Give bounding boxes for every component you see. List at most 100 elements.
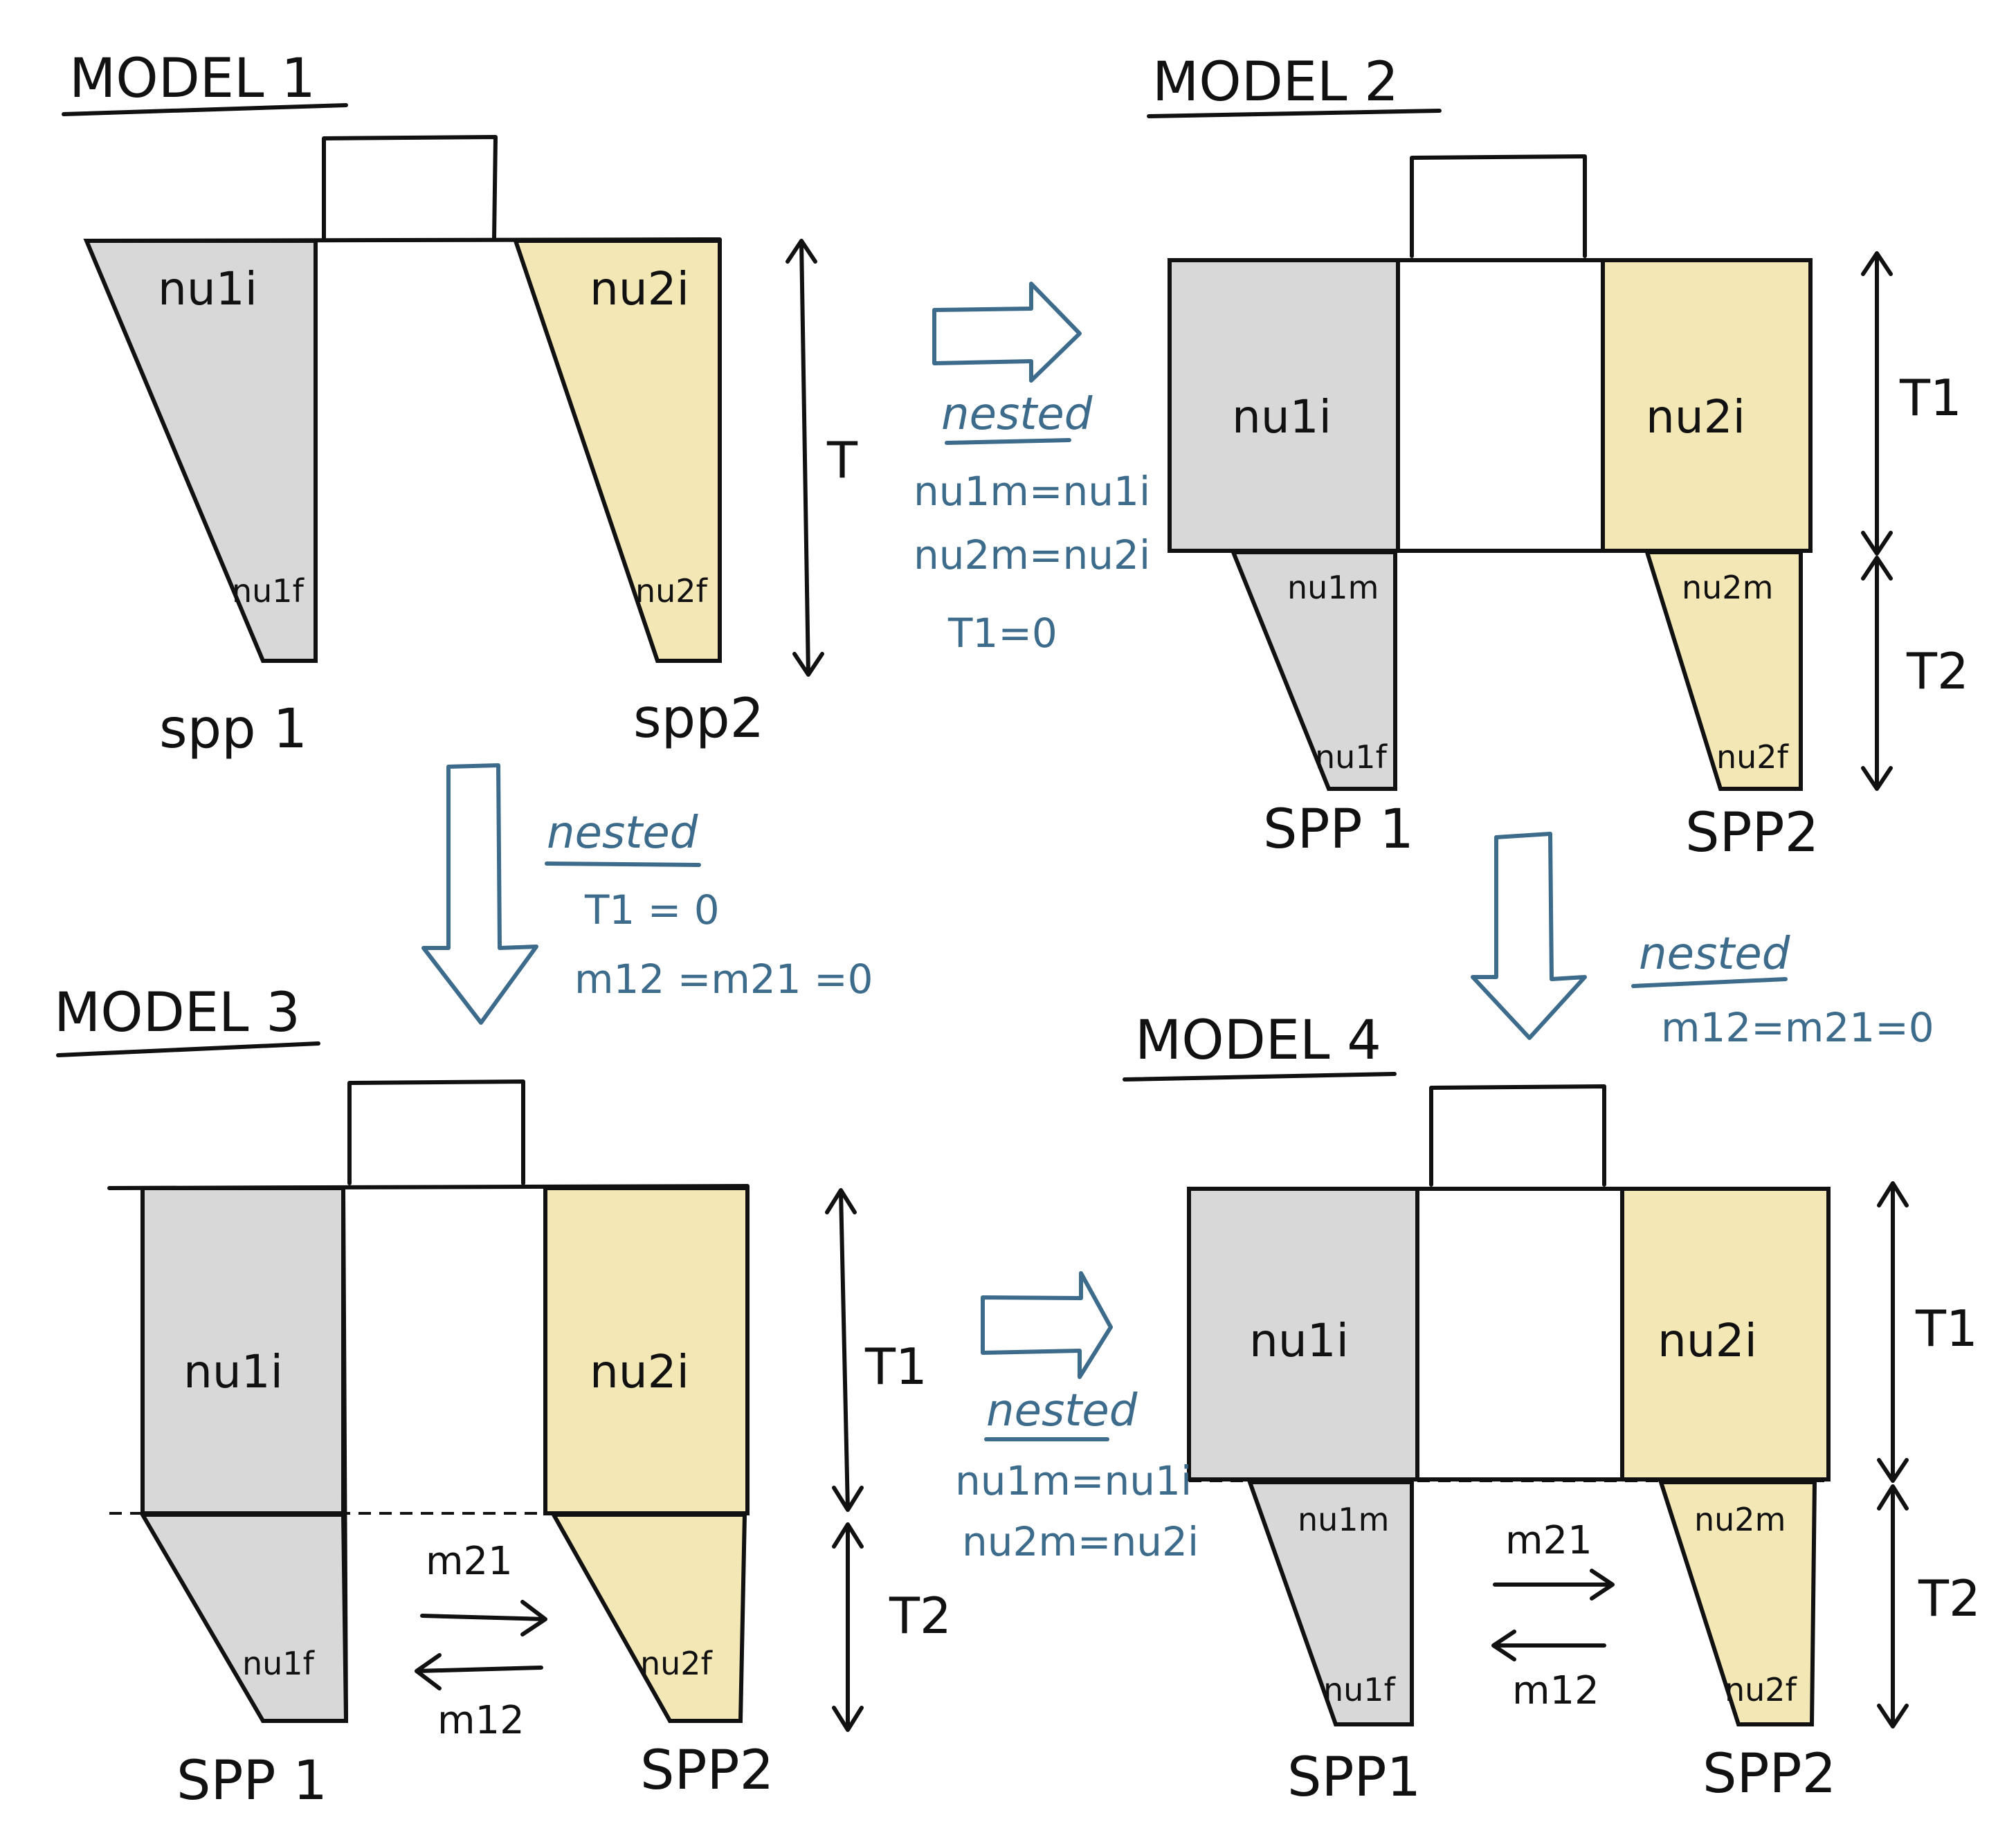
model-1-spp1-pop xyxy=(83,239,318,663)
nesting-m1-m2-label: nested xyxy=(941,389,1093,440)
model-1-spp1-label: spp 1 xyxy=(159,698,307,760)
nesting-m1-to-m2: nested nu1m=nu1i nu2m=nu2i T1=0 xyxy=(914,282,1150,657)
model-1-pop2-bottom-label: nu2f xyxy=(635,572,709,610)
model-4-gap xyxy=(1415,1187,1624,1481)
down-arrow-icon xyxy=(421,763,538,1025)
nesting-m1-m2-condition-3: T1=0 xyxy=(947,610,1057,657)
nesting-m2-m4-condition-1: m12=m21=0 xyxy=(1661,1004,1934,1051)
model-2-spp2-upper xyxy=(1601,258,1813,553)
model-3-spp1-label: SPP 1 xyxy=(176,1750,327,1812)
nesting-m2-m4-underline xyxy=(1631,977,1788,988)
model-3-m12-arrow xyxy=(415,1653,543,1690)
model-4-spp1-lower xyxy=(1246,1480,1414,1726)
model-2-ancestral-pop xyxy=(1410,154,1587,258)
nesting-m1-m2-condition-2: nu2m=nu2i xyxy=(914,531,1150,578)
model-4-pop2-mid-label: nu2m xyxy=(1694,1501,1786,1538)
nesting-m3-m4-label: nested xyxy=(986,1385,1138,1437)
model-2-gap xyxy=(1396,258,1605,553)
model-4-time2-arrow xyxy=(1877,1484,1909,1729)
nesting-m1-m3-underline xyxy=(545,861,701,867)
model-1-ancestral-pop xyxy=(322,135,498,241)
model-2-spp2-lower xyxy=(1644,550,1803,791)
model-2-time1-label: T1 xyxy=(1899,369,1962,427)
model-4-m21-arrow xyxy=(1493,1569,1615,1601)
model-4-spp2-upper xyxy=(1620,1187,1831,1481)
model-3-time1-label: T1 xyxy=(864,1338,927,1396)
model-4-spp1-label: SPP1 xyxy=(1287,1747,1421,1809)
model-2-pop2-mid-label: nu2m xyxy=(1682,569,1773,606)
model-1-pop2-top-label: nu2i xyxy=(590,262,689,316)
model-3-time2-arrow xyxy=(832,1522,864,1732)
model-4-pop1-mid-label: nu1m xyxy=(1298,1501,1389,1538)
model-2-time2-label: T2 xyxy=(1906,642,1969,700)
model-2-time1-arrow xyxy=(1861,251,1893,556)
right-arrow-icon xyxy=(981,1271,1113,1379)
model-1-time-arrow xyxy=(785,239,824,677)
model-4-title-underline xyxy=(1123,1072,1397,1082)
right-arrow-icon xyxy=(932,282,1082,383)
model-4-pop2-top-label: nu2i xyxy=(1658,1314,1757,1367)
model-3-title-underline xyxy=(56,1041,320,1057)
model-4-spp2-label: SPP2 xyxy=(1702,1743,1836,1805)
model-4-time1-label: T1 xyxy=(1915,1299,1978,1358)
model-1-time-label: T xyxy=(826,431,858,489)
model-4-pop2-bottom-label: nu2f xyxy=(1725,1671,1798,1708)
model-2-pop2-bottom-label: nu2f xyxy=(1716,738,1790,776)
model-2-title: MODEL 2 xyxy=(1152,51,1399,113)
model-3-spp2-label: SPP2 xyxy=(640,1740,774,1802)
model-2-pop1-bottom-label: nu1f xyxy=(1315,738,1388,776)
model-3-spp2-lower xyxy=(550,1513,747,1723)
nesting-m1-m3-condition-2: m12 =m21 =0 xyxy=(574,956,873,1003)
model-4-time2-label: T2 xyxy=(1918,1569,1981,1627)
model-2-pop1-top-label: nu1i xyxy=(1232,390,1332,444)
model-3-m21-arrow xyxy=(420,1600,547,1636)
model-3-m21-label: m21 xyxy=(426,1539,513,1584)
model-3-title: MODEL 3 xyxy=(54,982,300,1044)
model-2-spp2-label: SPP2 xyxy=(1685,802,1819,864)
model-3-time2-label: T2 xyxy=(889,1587,952,1645)
model-4-pop1-bottom-label: nu1f xyxy=(1323,1671,1397,1708)
nesting-m1-m3-label: nested xyxy=(547,808,698,859)
model-3-pop1-top-label: nu1i xyxy=(183,1345,283,1398)
model-4-pop1-top-label: nu1i xyxy=(1249,1314,1349,1367)
model-3-spp2-upper xyxy=(543,1186,750,1515)
model-3-m12-label: m12 xyxy=(437,1698,525,1743)
model-4-title: MODEL 4 xyxy=(1135,1010,1381,1072)
nesting-m1-m3-condition-1: T1 = 0 xyxy=(584,886,720,933)
model-4-spp2-lower xyxy=(1658,1480,1817,1726)
model-4-time1-arrow xyxy=(1877,1181,1909,1483)
model-4-m12-label: m12 xyxy=(1512,1668,1599,1713)
model-4-m21-label: m21 xyxy=(1505,1518,1592,1563)
nesting-m1-to-m3: nested T1 = 0 m12 =m21 =0 xyxy=(421,763,873,1025)
nesting-m1-m2-condition-1: nu1m=nu1i xyxy=(914,468,1150,515)
model-2-title-underline xyxy=(1147,109,1442,118)
model-1: MODEL 1 nu1i nu1f nu2i nu2f T spp 1 spp2 xyxy=(62,48,858,760)
model-1-spp2-label: spp2 xyxy=(633,688,764,750)
model-3-pop2-bottom-label: nu2f xyxy=(640,1645,714,1682)
model-2-time2-arrow xyxy=(1861,556,1893,791)
model-1-title-underline xyxy=(62,103,348,116)
model-2-pop1-mid-label: nu1m xyxy=(1287,569,1379,606)
model-2-spp1-label: SPP 1 xyxy=(1263,799,1414,861)
nesting-m1-m2-underline xyxy=(945,438,1071,445)
model-4: MODEL 4 nu1i nu1m nu1f nu2i nu2m nu2f m2… xyxy=(1123,1010,1981,1809)
nesting-m3-to-m4: nested nu1m=nu1i nu2m=nu2i xyxy=(955,1271,1199,1565)
nesting-m2-to-m4: nested m12=m21=0 xyxy=(1471,832,1934,1051)
nesting-m2-m4-label: nested xyxy=(1639,929,1790,980)
model-2-pop2-top-label: nu2i xyxy=(1646,390,1745,444)
model-3-time1-arrow xyxy=(825,1188,864,1512)
model-1-title: MODEL 1 xyxy=(69,48,316,110)
model-1-spp2-pop xyxy=(512,239,722,663)
nesting-m3-m4-condition-2: nu2m=nu2i xyxy=(962,1518,1199,1565)
down-arrow-icon xyxy=(1471,832,1587,1040)
model-2-spp1-lower xyxy=(1230,550,1397,791)
model-3: MODEL 3 nu1i nu1f nu2i nu2f m21 m12 T1 T… xyxy=(54,982,952,1812)
model-3-pop2-top-label: nu2i xyxy=(590,1345,689,1398)
model-4-m12-arrow xyxy=(1491,1630,1606,1661)
model-2: MODEL 2 nu1i nu1m nu1f nu2i nu2m nu2f T1… xyxy=(1147,51,1969,864)
model-3-ancestral-pop xyxy=(347,1079,525,1185)
model-3-spp1-upper xyxy=(140,1186,345,1515)
model-3-spp1-lower xyxy=(138,1513,349,1723)
model-4-ancestral-pop xyxy=(1429,1084,1606,1187)
